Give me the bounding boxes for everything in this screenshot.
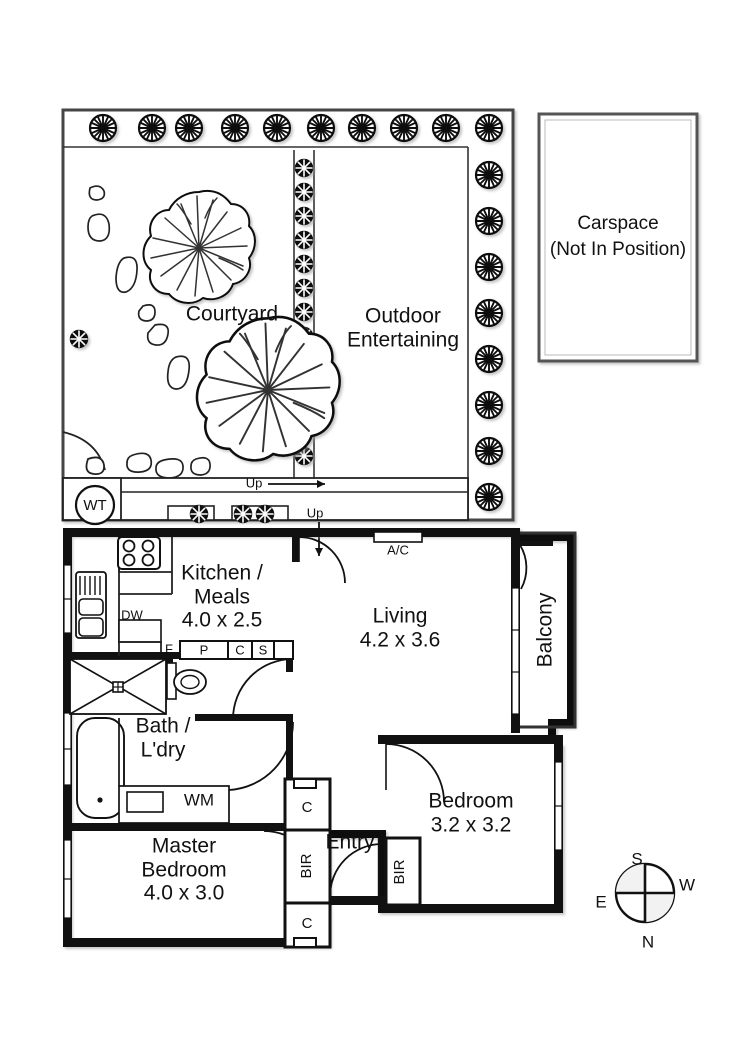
compass-rose: S N E W (595, 849, 695, 951)
cupboard-s-label: S (259, 642, 268, 657)
bedroom2-bir (384, 836, 422, 907)
ac-label: A/C (387, 542, 409, 557)
stepping-stones (87, 185, 211, 479)
carspace-block (537, 112, 699, 363)
bedroom2-bir-label: BIR (391, 859, 408, 884)
pantry-label: P (200, 642, 209, 657)
entry-door-swing (329, 838, 383, 898)
outdoor-entertaining-label-1: Outdoor (365, 305, 441, 328)
washing-machine-label: WM (184, 790, 214, 809)
fridge-label: F (165, 641, 173, 656)
kitchen-living-door (298, 536, 346, 584)
bedroom2-dimensions: 3.2 x 3.2 (431, 814, 512, 837)
ac-unit (373, 531, 423, 543)
compass-west-label: W (679, 875, 695, 894)
compass-south-label: S (631, 849, 642, 868)
cupboard-top-label: C (302, 799, 313, 816)
master-bedroom-dimensions: 4.0 x 3.0 (144, 882, 225, 905)
carspace-label-line1: Carspace (577, 213, 658, 234)
up-label-2: Up (307, 505, 324, 520)
courtyard-label: Courtyard (186, 303, 278, 326)
carspace-label-line2: (Not In Position) (550, 239, 686, 260)
bath-label-line2: L'dry (141, 739, 186, 762)
kitchen-label-line1: Kitchen / (181, 562, 263, 585)
cupboard-c-label: C (235, 642, 244, 657)
shrub-left-single (69, 329, 89, 349)
kitchen-label-line2: Meals (194, 586, 250, 609)
living-label: Living (373, 605, 428, 628)
outdoor-entertaining-label-2: Entertaining (347, 329, 459, 352)
up-arrow-horizontal: Up (246, 475, 325, 490)
master-bedroom-label-line1: Master (152, 835, 216, 858)
master-bedroom-label-line2: Bedroom (141, 859, 226, 882)
balcony-label: Balcony (534, 592, 557, 667)
kitchen-dimensions: 4.0 x 2.5 (182, 609, 263, 632)
up-label-1: Up (246, 475, 263, 490)
balcony-area (520, 531, 577, 729)
compass-north-label: N (642, 932, 654, 951)
dishwasher-label: DW (121, 607, 143, 622)
water-tank-label: WT (83, 497, 106, 514)
bedroom2-door-swing (385, 743, 445, 803)
entry-label: Entry (325, 831, 375, 854)
compass-east-label: E (595, 892, 606, 911)
kitchen-fixtures (75, 536, 294, 660)
garden-bed-curve (62, 431, 106, 475)
bedroom2-label: Bedroom (428, 790, 513, 813)
cupboard-bottom-label: C (302, 915, 313, 932)
bath-door-swing (228, 658, 294, 791)
up-arrow-vertical: Up (307, 505, 324, 556)
master-bir-label: BIR (298, 853, 315, 878)
planter-boxes (167, 504, 289, 524)
living-dimensions: 4.2 x 3.6 (360, 629, 441, 652)
bathroom-fixtures (69, 658, 230, 824)
master-cupboard-column (283, 777, 332, 949)
windows (63, 564, 563, 919)
balcony-door-swing (518, 541, 553, 590)
bath-label-line1: Bath / (136, 715, 191, 738)
